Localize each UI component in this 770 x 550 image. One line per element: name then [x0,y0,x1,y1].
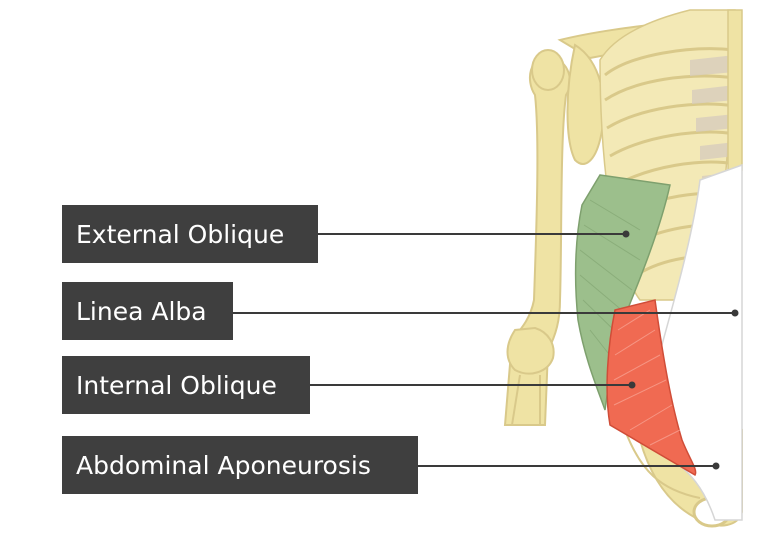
linea-alba-label: Linea Alba [62,282,233,340]
external-oblique-label: External Oblique [62,205,318,263]
internal-oblique-label: Internal Oblique [62,356,310,414]
abdominal-aponeurosis-label: Abdominal Aponeurosis [62,436,418,494]
internal-oblique-shape [606,299,697,477]
leader-dots [622,230,739,470]
arm-bones [503,49,571,426]
leader-lines [233,233,735,467]
